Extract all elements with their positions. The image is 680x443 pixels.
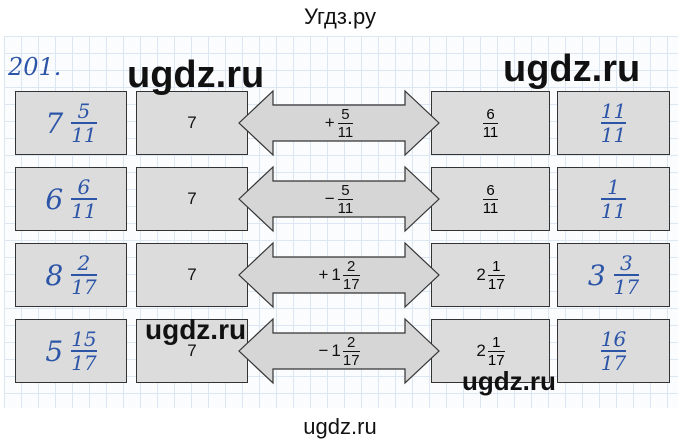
watermark: ugdz.ru (503, 48, 641, 90)
right-fraction: 6 11 (482, 105, 499, 141)
operation-label: − 1 2 17 (318, 333, 360, 369)
double-arrow: + 5 11 (237, 85, 441, 161)
right-whole: 2 (476, 341, 486, 360)
footer-watermark: ugdz.ru (303, 414, 377, 439)
site-title: Угдз.ру (303, 4, 377, 29)
left-operand-box: 7 (136, 167, 248, 231)
right-numerator: 1 (492, 257, 501, 275)
right-fraction: 1 17 (487, 257, 505, 293)
result-box: 11 11 (557, 91, 670, 155)
answer-numerator: 2 (77, 251, 91, 275)
answer-whole: 7 (45, 106, 64, 140)
answer-box: 5 15 17 (15, 319, 127, 383)
result-numerator: 3 (620, 251, 633, 275)
left-operand: 7 (187, 265, 197, 284)
answer-denominator: 11 (71, 123, 97, 147)
answer-whole: 5 (45, 334, 64, 368)
watermark: ugdz.ru (145, 314, 247, 345)
answer-numerator: 15 (71, 327, 97, 351)
result-numerator: 11 (600, 99, 627, 123)
result-whole: 3 (587, 258, 606, 292)
answer-box: 6 6 11 (15, 167, 127, 231)
operation-fraction: 5 11 (337, 181, 354, 217)
left-operand-box: 7 (136, 91, 248, 155)
left-operand-box: 7 (136, 243, 248, 307)
right-value-box: 2 1 17 (431, 243, 550, 307)
watermark: ugdz.ru (462, 366, 556, 396)
task-number: 201. (8, 53, 62, 81)
right-fraction: 1 17 (487, 333, 505, 369)
right-value-box: 6 11 (431, 91, 550, 155)
answer-fraction: 2 17 (71, 251, 97, 299)
result-fraction: 16 17 (600, 327, 627, 375)
result-numerator: 1 (607, 175, 620, 199)
right-denominator: 11 (482, 199, 499, 217)
right-denominator: 17 (487, 351, 505, 369)
right-denominator: 11 (482, 123, 499, 141)
double-arrow: − 1 2 17 (237, 313, 441, 389)
answer-fraction: 6 11 (71, 175, 97, 223)
operation-label: + 1 2 17 (318, 257, 360, 293)
answer-whole: 8 (45, 258, 64, 292)
result-fraction: 11 11 (600, 99, 627, 147)
answer-fraction: 15 17 (71, 327, 97, 375)
answer-box: 8 2 17 (15, 243, 127, 307)
operation-label: − 5 11 (324, 181, 354, 217)
answer-fraction: 5 11 (71, 99, 97, 147)
double-arrow: + 1 2 17 (237, 237, 441, 313)
operation-fraction: 2 17 (342, 333, 360, 369)
result-fraction: 3 17 (613, 251, 640, 299)
left-operand: 7 (187, 341, 197, 360)
operation-fraction: 2 17 (342, 257, 360, 293)
right-numerator: 6 (486, 181, 495, 199)
result-fraction: 1 11 (600, 175, 627, 223)
answer-denominator: 11 (71, 199, 97, 223)
right-numerator: 6 (486, 105, 495, 123)
answer-numerator: 6 (77, 175, 91, 199)
answer-denominator: 17 (71, 351, 97, 375)
operation-fraction: 5 11 (337, 105, 354, 141)
watermark: ugdz.ru (127, 54, 265, 96)
right-value-box: 6 11 (431, 167, 550, 231)
right-whole: 2 (476, 265, 486, 284)
result-box: 16 17 (557, 319, 670, 383)
right-denominator: 17 (487, 275, 505, 293)
result-denominator: 17 (613, 275, 640, 299)
right-numerator: 1 (492, 333, 501, 351)
answer-whole: 6 (45, 182, 64, 216)
operation-label: + 5 11 (324, 105, 354, 141)
result-numerator: 16 (600, 327, 627, 351)
result-denominator: 11 (600, 199, 627, 223)
result-denominator: 11 (600, 123, 627, 147)
right-fraction: 6 11 (482, 181, 499, 217)
answer-numerator: 5 (77, 99, 91, 123)
result-denominator: 17 (600, 351, 627, 375)
double-arrow: − 5 11 (237, 161, 441, 237)
left-operand: 7 (187, 189, 197, 208)
result-box: 3 3 17 (557, 243, 670, 307)
answer-denominator: 17 (71, 275, 97, 299)
result-box: 1 11 (557, 167, 670, 231)
left-operand: 7 (187, 113, 197, 132)
answer-box: 7 5 11 (15, 91, 127, 155)
